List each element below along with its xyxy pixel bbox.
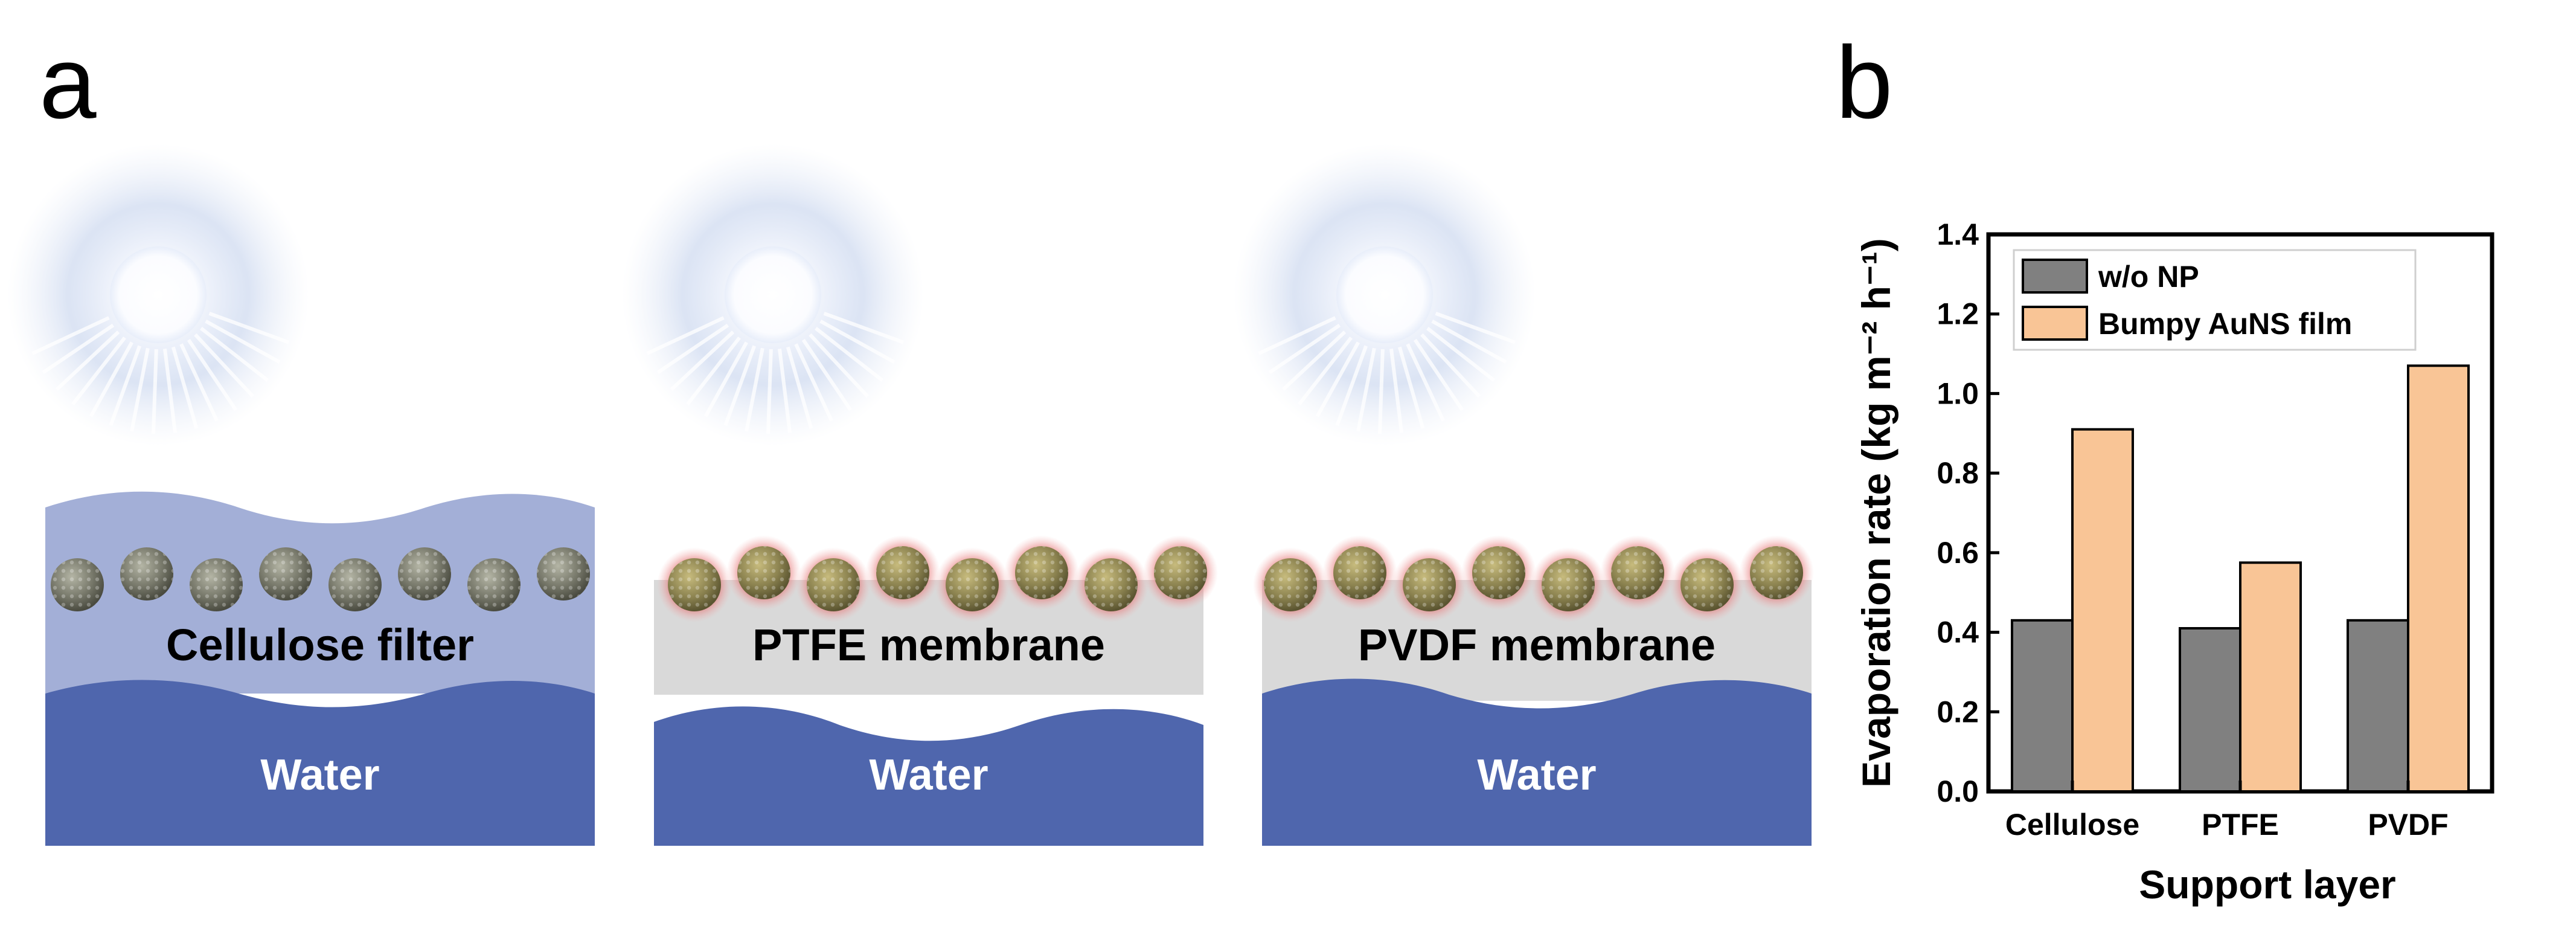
nanoparticle-texture xyxy=(120,547,173,601)
x-tick-label-cellulose: Cellulose xyxy=(2005,808,2139,842)
legend-swatch-bumpy-ausns xyxy=(2022,306,2088,341)
layer-label-ptfe: PTFE membrane xyxy=(752,620,1105,670)
legend-label-bumpy-ausns: Bumpy AuNS film xyxy=(2098,307,2352,341)
y-tick-label: 1.4 xyxy=(1937,217,1979,251)
water-body xyxy=(654,706,1203,846)
nanoparticle-texture xyxy=(1015,546,1068,599)
water-label-pvdf: Water xyxy=(1477,751,1596,799)
sun-icon xyxy=(1234,144,1536,446)
scene-cellulose: Cellulose filter Water xyxy=(7,144,595,846)
nanoparticle-texture xyxy=(467,558,521,611)
nanoparticle-texture xyxy=(1333,546,1386,599)
panel-a-letter: a xyxy=(39,25,97,140)
bar-chart: 0.0 0.2 0.4 0.6 0.8 1.0 1.2 1.4 Cellulose PTFE PV… xyxy=(1854,217,2494,907)
x-axis-title: Support layer xyxy=(2139,862,2395,907)
bar-wo-np-ptfe xyxy=(2179,626,2241,793)
legend-label-wo-np: w/o NP xyxy=(2098,260,2199,294)
sun-icon xyxy=(7,144,309,446)
scene-ptfe: PTFE membrane Water xyxy=(622,144,1218,846)
cellulose-layer xyxy=(45,491,595,694)
bar-bumpy-ausns-ptfe xyxy=(2239,561,2302,793)
nanoparticle-texture xyxy=(946,558,999,611)
y-tick-label: 0.0 xyxy=(1937,774,1979,808)
x-tick-label-ptfe: PTFE xyxy=(2202,808,2279,842)
nanoparticle-texture xyxy=(1403,558,1456,611)
nanoparticle-texture xyxy=(1542,558,1595,611)
legend-swatch-wo-np xyxy=(2022,259,2088,294)
x-tick-label-pvdf: PVDF xyxy=(2368,808,2448,842)
nanoparticle-texture xyxy=(1611,546,1664,599)
y-tick-label: 0.8 xyxy=(1937,456,1979,490)
nanoparticle-texture xyxy=(1680,558,1734,611)
nanoparticle-texture xyxy=(398,547,451,601)
nanoparticle-texture xyxy=(537,547,590,601)
nanoparticle-texture xyxy=(190,558,243,611)
nanoparticle-texture xyxy=(668,558,721,611)
nanoparticle-texture xyxy=(51,558,104,611)
nanoparticle-texture xyxy=(259,547,312,601)
nanoparticle-texture xyxy=(807,558,860,611)
y-tick-label: 0.6 xyxy=(1937,536,1979,570)
nanoparticle-texture xyxy=(1264,558,1317,611)
scene-pvdf: PVDF membrane Water xyxy=(1234,144,1814,846)
bar-wo-np-pvdf xyxy=(2347,619,2409,793)
x-axis-ticks: Cellulose PTFE PVDF xyxy=(2005,781,2449,842)
bar-bumpy-ausns-cellulose xyxy=(2071,428,2134,793)
bars xyxy=(2011,364,2470,793)
water-label-ptfe: Water xyxy=(869,751,988,799)
nanoparticle-texture xyxy=(1750,546,1803,599)
y-tick-label: 1.0 xyxy=(1937,376,1979,410)
nanoparticle-row xyxy=(1253,535,1814,622)
water-label-cellulose: Water xyxy=(260,751,379,799)
nanoparticle-texture xyxy=(1472,546,1525,599)
y-axis-title: Evaporation rate (kg m⁻² h⁻¹) xyxy=(1854,238,1898,787)
layer-label-pvdf: PVDF membrane xyxy=(1358,620,1716,670)
nanoparticle-texture xyxy=(328,558,382,611)
nanoparticle-row xyxy=(51,547,590,611)
panel-b-letter: b xyxy=(1836,25,1893,140)
nanoparticle-texture xyxy=(876,546,929,599)
y-axis-ticks: 0.0 0.2 0.4 0.6 0.8 1.0 1.2 1.4 xyxy=(1937,217,1999,808)
bar-bumpy-ausns-pvdf xyxy=(2407,364,2470,793)
nanoparticle-row xyxy=(657,535,1218,622)
layer-label-cellulose: Cellulose filter xyxy=(166,620,474,670)
water-body xyxy=(1262,678,1812,846)
nanoparticle-texture xyxy=(1154,546,1207,599)
nanoparticle-texture xyxy=(737,546,790,599)
water-body xyxy=(45,680,595,846)
bar-wo-np-cellulose xyxy=(2011,619,2074,793)
nanoparticle-texture xyxy=(1085,558,1138,611)
y-tick-label: 1.2 xyxy=(1937,297,1979,331)
sun-icon xyxy=(622,144,924,446)
y-tick-label: 0.4 xyxy=(1937,616,1979,649)
legend: w/o NP Bumpy AuNS film xyxy=(2013,249,2417,351)
y-tick-label: 0.2 xyxy=(1937,695,1979,729)
